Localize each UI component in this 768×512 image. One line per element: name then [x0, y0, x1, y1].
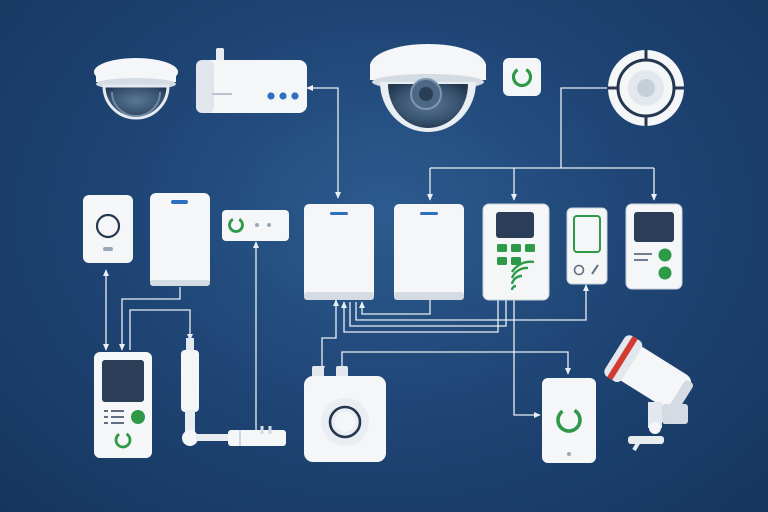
round-ceiling-sensor [608, 50, 684, 126]
network-video-recorder [196, 48, 307, 113]
connector-intercom-pipe [129, 309, 194, 350]
keypad-controller [482, 203, 550, 301]
pipe-sensor [181, 338, 286, 446]
connector-bundle-3 [355, 284, 590, 321]
hub-unit-a [304, 204, 374, 300]
connector-sensor-bus [560, 87, 607, 168]
touch-panel [625, 203, 683, 290]
small-wall-module [222, 210, 289, 241]
connector-huba-down [318, 299, 340, 373]
doorbell-panel [83, 195, 133, 263]
connector-bundle-2 [349, 300, 507, 327]
green-status-badge [503, 58, 541, 96]
connector-hubb-speaker [341, 351, 572, 375]
power-switch [542, 378, 596, 463]
intercom-station [94, 352, 152, 458]
dome-camera-large [370, 44, 486, 132]
connector-keypad-switch [513, 300, 541, 419]
slim-controller [566, 207, 608, 285]
dome-camera-small [94, 58, 178, 120]
connector-panel-intercom [118, 287, 181, 351]
hub-unit-b [394, 204, 464, 300]
connector-bundle-1 [340, 300, 499, 333]
connector-nvr-hub [306, 84, 342, 199]
bullet-camera [604, 335, 694, 452]
wall-panel-left [150, 193, 210, 286]
smart-speaker-hub [304, 366, 386, 462]
connectors [102, 84, 658, 430]
connector-bundle-4 [358, 296, 431, 315]
